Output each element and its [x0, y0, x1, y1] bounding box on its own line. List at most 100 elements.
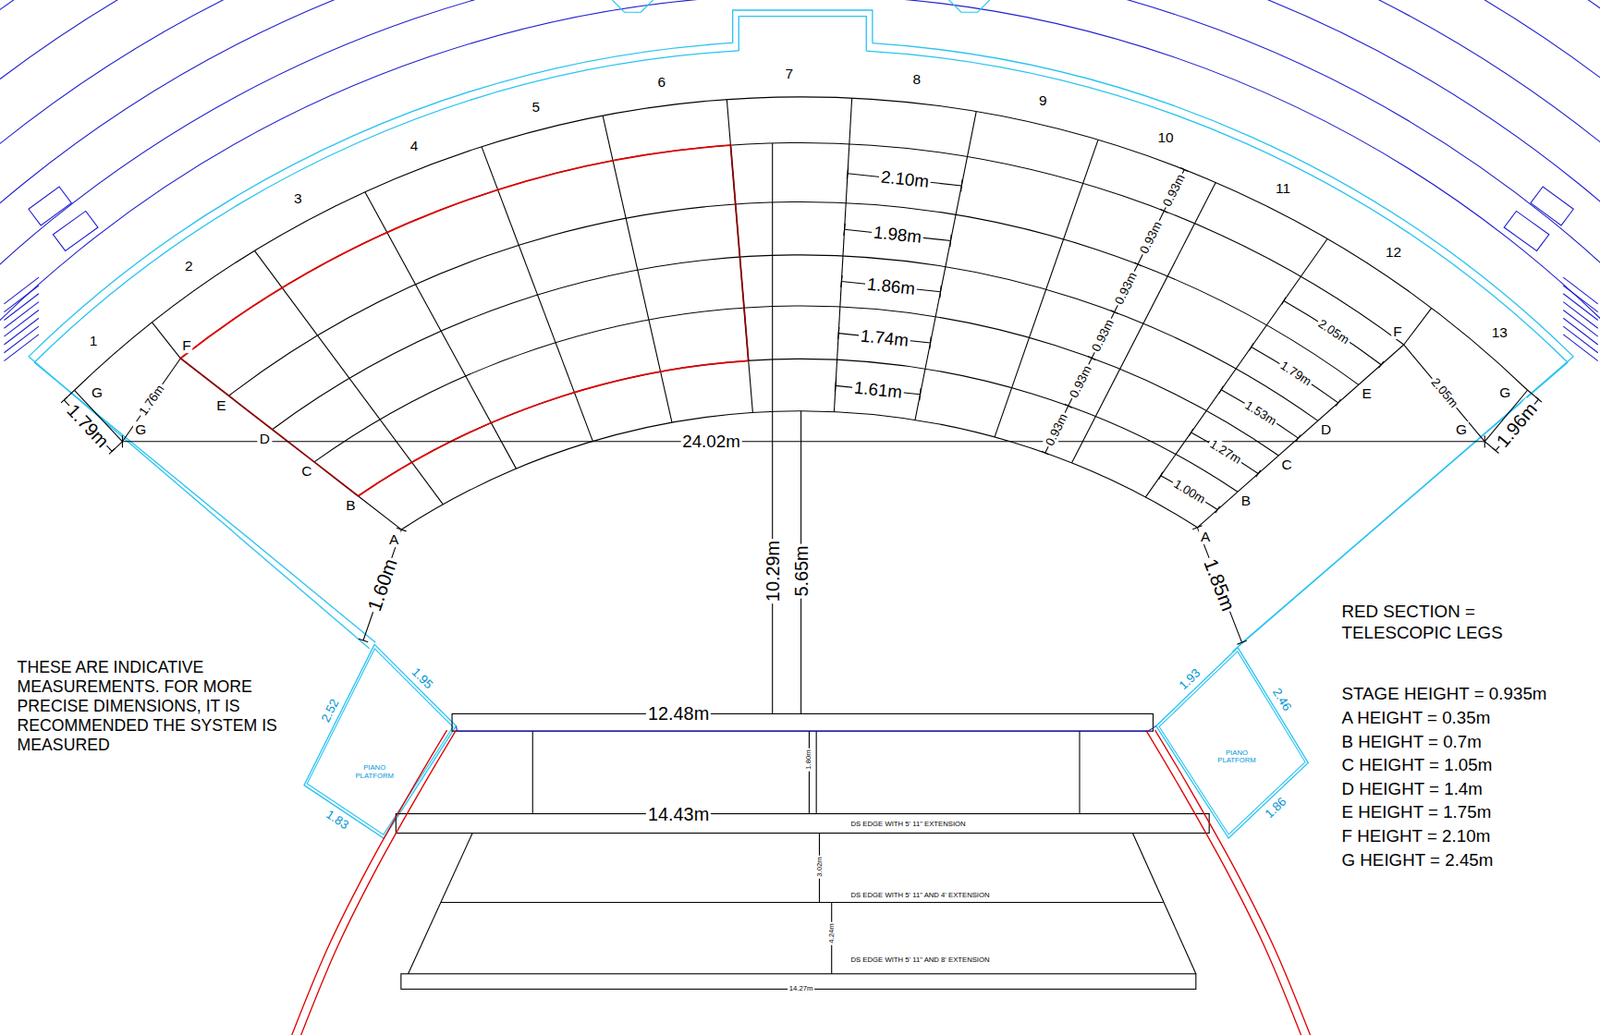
dimension-tick [919, 388, 921, 401]
extension-side [408, 833, 474, 975]
stair-tread [3, 277, 39, 305]
dimension-label: 0.93m [1088, 315, 1119, 355]
section-number: 7 [782, 65, 795, 83]
stage-front [292, 143, 1311, 1035]
height-note: D HEIGHT = 1.4m [1340, 779, 1485, 800]
dimension-label: 3.02m [815, 854, 824, 879]
section-number: 3 [292, 191, 305, 208]
level-letter: A [1198, 528, 1212, 546]
dimension-tick [843, 223, 845, 236]
note-text: RED SECTION = TELESCOPIC LEGS [1340, 601, 1539, 644]
dimension-tick [1111, 310, 1119, 315]
extension-note: DS EDGE WITH 5' 11" AND 8' EXTENSION [849, 956, 992, 965]
tier-edge [357, 496, 402, 530]
dimension-label: 24.02m [680, 431, 743, 452]
dimension-label: 0.93m [1135, 217, 1166, 257]
stage-wall [872, 43, 1574, 357]
stair-box [52, 210, 98, 251]
dimension-label: 1.76m [134, 380, 169, 420]
section-number: 10 [1155, 129, 1175, 147]
level-letter: G [1453, 421, 1469, 439]
dimension-tick [841, 275, 843, 288]
dimension-label: 1.85m [1198, 554, 1241, 617]
dimension-label: 1.74m [857, 325, 912, 351]
dimension-label: 1.00m [1169, 476, 1210, 508]
platform-name: PIANO PLATFORM [353, 764, 395, 781]
stair-tread [3, 309, 39, 337]
dimension-tick [1282, 297, 1286, 306]
section-edge [1404, 307, 1432, 345]
level-letter: G [89, 384, 105, 402]
section-edge [152, 322, 182, 359]
wall-notch [949, 0, 990, 13]
platform-dimension: 2.52 [317, 695, 342, 726]
dimension-label: 1.61m [851, 378, 905, 404]
level-letter: D [1319, 421, 1333, 439]
telescopic-section [180, 145, 748, 497]
side-wall [1233, 356, 1575, 652]
dimension-label: 2.10m [878, 167, 932, 193]
level-letter: B [1239, 492, 1253, 510]
dimension-line [1283, 301, 1381, 366]
dimension-label: 0.93m [1041, 409, 1072, 450]
dimension-tick [1159, 472, 1163, 480]
stage-wall [28, 42, 733, 356]
stage-line [1078, 731, 1080, 814]
dimension-label: 1.79m [1275, 357, 1316, 391]
stair-tread [1563, 309, 1599, 337]
dimension-line [1251, 346, 1339, 403]
telescopic-arc [357, 360, 748, 496]
wall-notch [611, 0, 653, 13]
tier-arc [357, 358, 1238, 496]
dimension-tick [1492, 448, 1500, 454]
extension-note: DS EDGE WITH 5' 11" AND 4' EXTENSION [849, 891, 992, 900]
pit-rail [292, 730, 448, 1035]
stage-line [808, 731, 810, 814]
pit-rail [1155, 730, 1311, 1035]
pit-rail [301, 730, 457, 1035]
piano-platform [1159, 651, 1306, 835]
seating-row [0, 0, 1600, 855]
stair-box [1530, 186, 1574, 226]
section-divider [1145, 238, 1328, 497]
dimension-tick [61, 397, 67, 404]
section-divider [365, 192, 517, 469]
stair-tread [1563, 302, 1599, 330]
platform-dimension: 1.93 [1174, 664, 1205, 695]
section-divider [915, 111, 977, 421]
note-text: THESE ARE INDICATIVE MEASUREMENTS. FOR M… [15, 658, 297, 757]
dimension-tick [1535, 396, 1542, 403]
seating-row [0, 0, 1600, 827]
stair-tread [1563, 285, 1599, 313]
dimension-tick [961, 179, 963, 192]
tier-arc [229, 201, 1359, 396]
section-number: 9 [1037, 93, 1050, 110]
dimension-tick [109, 448, 115, 454]
dimension-label: 1.27m [1205, 436, 1246, 468]
dimension-tick [834, 379, 836, 392]
section-number: 8 [911, 71, 924, 88]
extension-edge [440, 902, 1164, 904]
seating-row [0, 0, 1600, 886]
dimension-label: 1.96m [1491, 397, 1544, 453]
stair-tread [1563, 293, 1599, 321]
dimension-tick [846, 167, 848, 180]
level-letter: C [299, 464, 314, 481]
dimension-label: 10.29m [761, 538, 783, 604]
seating-row [0, 0, 1600, 810]
centre-line [771, 143, 773, 714]
stair-tread [1563, 334, 1599, 362]
level-letter: E [1359, 385, 1373, 403]
pit-rail [1146, 730, 1302, 1035]
dimension-label: 1.86m [864, 273, 918, 299]
stair-tread [1563, 326, 1599, 354]
height-note: E HEIGHT = 1.75m [1340, 803, 1494, 824]
stage-line [816, 731, 818, 814]
stage-edge [457, 731, 1149, 733]
dimension-label: 1.80m [805, 747, 814, 771]
dimension-lines [61, 167, 1542, 645]
level-letter: A [387, 531, 401, 549]
stair-box [28, 186, 72, 226]
section-divider [994, 139, 1099, 437]
tier-arc [314, 305, 1279, 463]
